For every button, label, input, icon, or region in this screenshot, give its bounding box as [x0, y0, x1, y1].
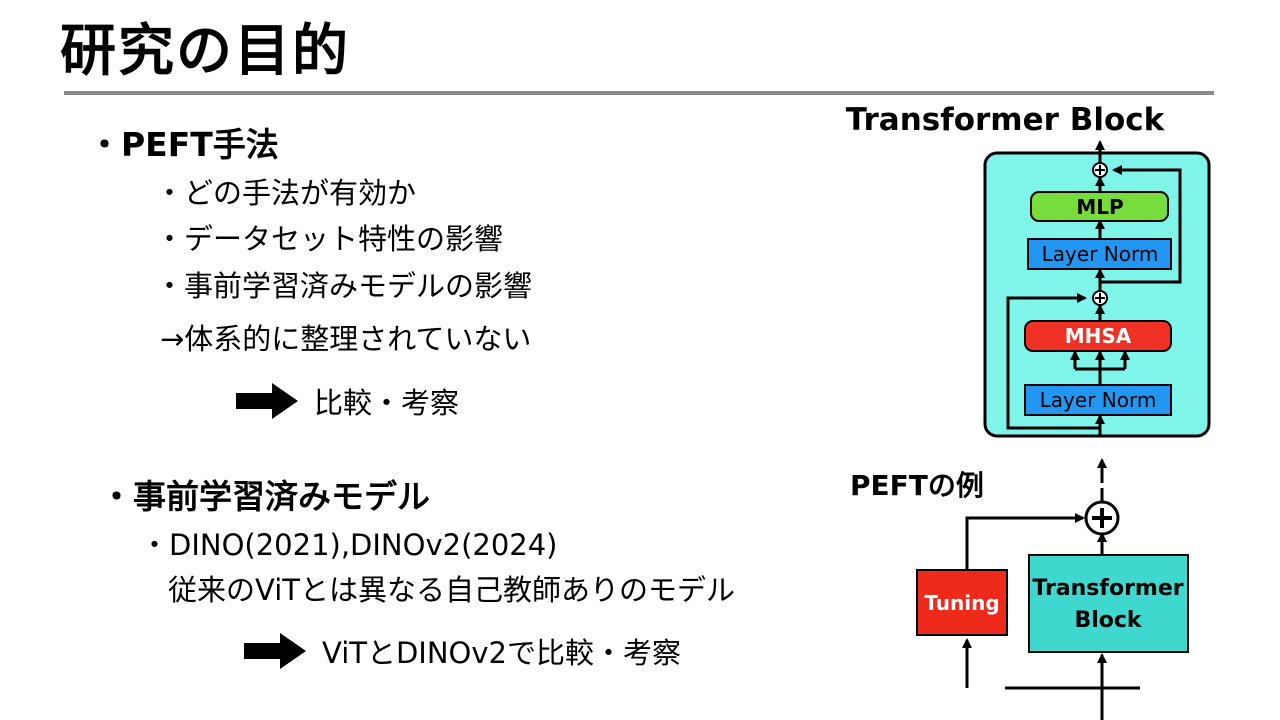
section-heading-pretrained: ・事前学習済みモデル [100, 477, 430, 516]
arrow [965, 513, 1085, 570]
transformer-block-label: Block [1074, 608, 1142, 633]
page-title: 研究の目的 [60, 19, 350, 84]
layer-norm-block [1024, 384, 1172, 416]
add-icon [1092, 290, 1108, 306]
mlp-block [1030, 191, 1169, 222]
title-divider [64, 91, 1214, 95]
right-arrow-icon [244, 633, 306, 669]
layer-norm-block [1027, 238, 1172, 270]
add-icon [1084, 500, 1120, 536]
conclusion-text: ViTとDINOv2で比較・考察 [322, 636, 681, 670]
list-item: ・データセット特性の影響 [155, 222, 504, 256]
layer-norm-label: Layer Norm [1040, 388, 1157, 412]
list-item: ・事前学習済みモデルの影響 [155, 269, 533, 303]
mlp-label: MLP [1076, 195, 1123, 219]
list-item: ・DINO(2021),DINOv2(2024) [140, 528, 558, 562]
residual-connection [1100, 165, 1182, 284]
note-text: →体系的に整理されていない [160, 322, 532, 356]
list-item-sub: 従来のViTとは異なる自己教師ありのモデル [168, 573, 735, 607]
mhsa-block [1024, 320, 1172, 352]
conclusion-row: ViTとDINOv2で比較・考察 [244, 630, 681, 672]
tuning-block [916, 569, 1008, 636]
conclusion-text: 比較・考察 [314, 386, 460, 420]
mhsa-label: MHSA [1065, 324, 1132, 348]
block-title: Transformer Block [846, 102, 1166, 138]
layer-norm-label: Layer Norm [1042, 242, 1159, 266]
section-heading-peft: ・PEFT手法 [88, 125, 279, 164]
residual-connection [1006, 293, 1100, 430]
add-icon [1092, 162, 1108, 178]
list-item: ・どの手法が有効か [155, 176, 417, 210]
peft-example-title: PEFTの例 [850, 469, 984, 502]
transformer-block-label: Transformer [1032, 576, 1183, 601]
transformer-block [1028, 554, 1189, 653]
conclusion-row: 比較・考察 [236, 380, 459, 422]
tuning-label: Tuning [924, 591, 999, 615]
right-arrow-icon [236, 383, 298, 419]
